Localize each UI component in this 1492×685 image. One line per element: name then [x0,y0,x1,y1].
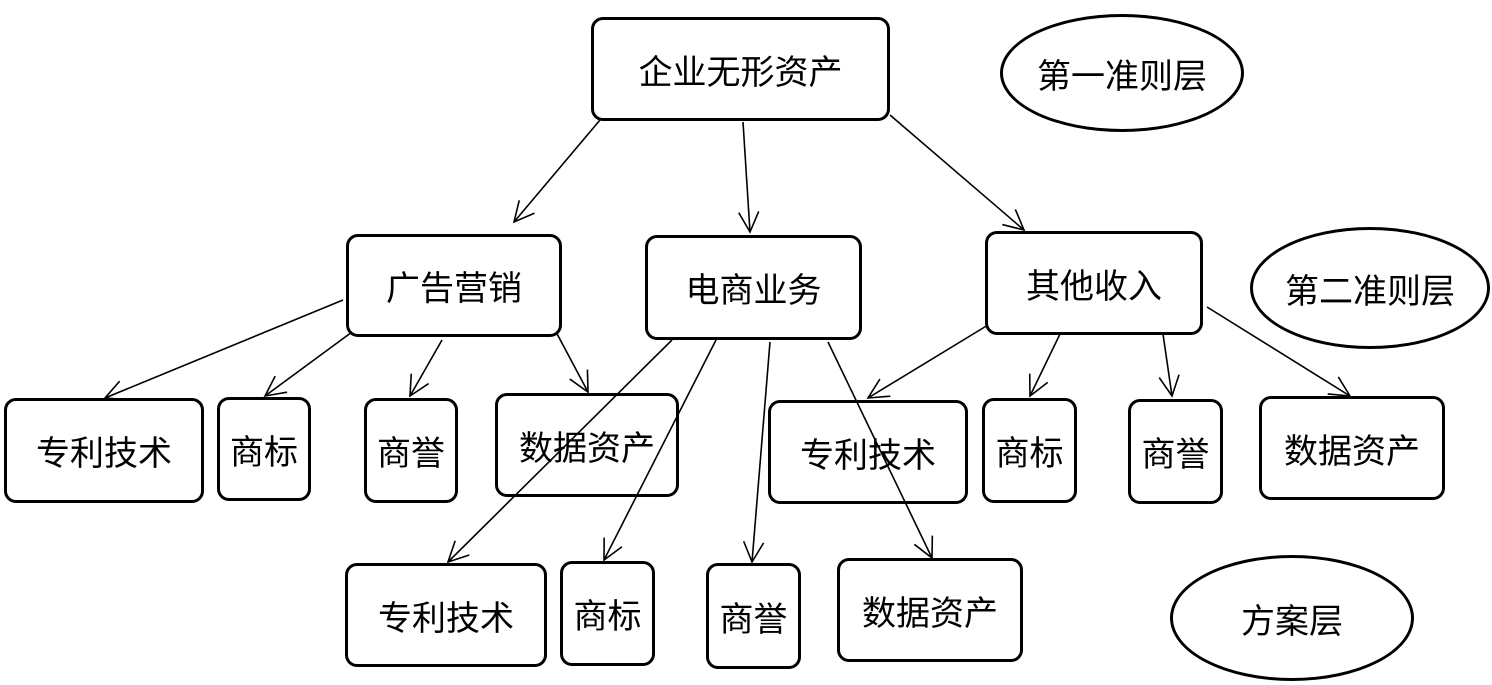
arrow-other-to-goodwill [1158,333,1180,398]
node-other-patent: 专利技术 [768,400,968,504]
arrow-ecom-to-patent [446,339,673,564]
node-other-data-assets: 数据资产 [1259,396,1445,500]
layer-scheme: 方案层 [1170,555,1414,681]
node-ad-marketing: 广告营销 [346,234,562,337]
node-ecom-patent: 专利技术 [345,563,547,667]
arrow-ecom-to-data [827,341,934,560]
arrow-ad-to-data [554,329,589,394]
arrow-root-to-ecom [738,121,760,234]
node-ad-data-assets: 数据资产 [495,393,679,497]
node-other-trademark: 商标 [982,398,1077,503]
arrow-other-to-patent [866,324,989,399]
node-ad-trademark: 商标 [217,397,311,501]
arrow-other-to-data [1206,306,1352,397]
arrow-root-to-other [889,114,1026,232]
node-root: 企业无形资产 [591,17,890,121]
arrow-root-to-ad [512,119,601,224]
arrow-ad-to-goodwill [409,339,443,398]
layer-criteria-2: 第二准则层 [1250,227,1490,349]
node-other-goodwill: 商誉 [1128,399,1223,504]
arrow-other-to-trademark [1028,333,1061,398]
node-ad-goodwill: 商誉 [364,398,458,503]
node-ecom-trademark: 商标 [560,561,655,666]
arrow-ecom-to-goodwill [742,341,771,564]
node-ecommerce: 电商业务 [645,235,862,340]
arrow-ad-to-trademark [263,331,353,398]
arrow-ecom-to-trademark [603,339,717,562]
node-ecom-goodwill: 商誉 [706,563,801,669]
node-other-income: 其他收入 [985,231,1203,335]
node-ecom-data-assets: 数据资产 [837,558,1023,662]
arrow-ad-to-patent [103,299,344,401]
layer-criteria-1: 第一准则层 [1000,14,1244,132]
node-ad-patent: 专利技术 [4,398,204,503]
